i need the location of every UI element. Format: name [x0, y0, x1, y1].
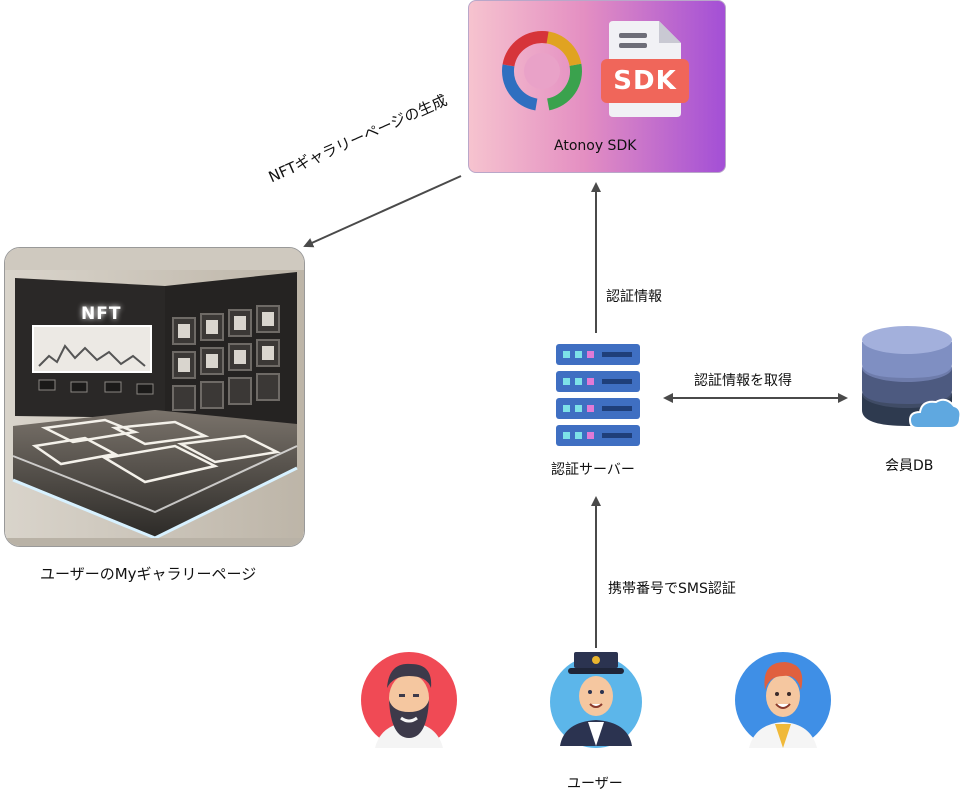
nft-sign: NFT — [81, 304, 122, 324]
edge-label-fetch-auth-info: 認証情報を取得 — [694, 373, 792, 389]
arrow-sdk-to-gallery — [303, 175, 462, 248]
sdk-title: Atonoy SDK — [554, 138, 637, 154]
edge-label-sms-auth: 携帯番号でSMS認証 — [608, 581, 736, 597]
sdk-document-icon: SDK — [601, 19, 689, 119]
member-db-label: 会員DB — [885, 458, 934, 474]
edge-label-auth-info: 認証情報 — [606, 289, 662, 305]
auth-server-label: 認証サーバー — [551, 462, 635, 478]
users-label: ユーザー — [567, 776, 623, 792]
nft-gallery-image: NFT — [4, 247, 305, 547]
user-avatar-bearded-icon — [361, 652, 457, 748]
sdk-badge: SDK — [601, 59, 689, 103]
nft-caption: ユーザーのMyギャラリーページ — [40, 565, 257, 583]
user-avatar-redhair-icon — [735, 652, 831, 748]
sdk-logo-icon — [502, 31, 582, 111]
user-avatar-cap-icon — [550, 652, 642, 748]
sdk-node: SDK Atonoy SDK — [468, 0, 726, 173]
auth-server-icon — [556, 344, 640, 448]
member-db-icon — [860, 324, 962, 434]
